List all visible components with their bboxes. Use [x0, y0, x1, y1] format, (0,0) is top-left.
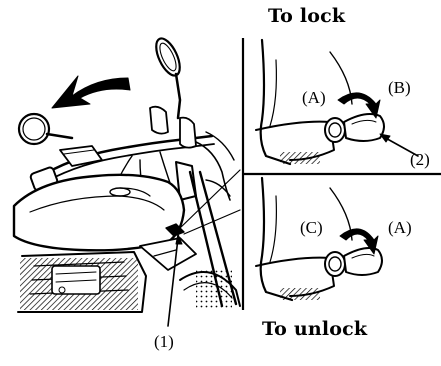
callout-lock-turn-direction: (B) — [388, 78, 411, 98]
motorcycle-illustration — [14, 35, 240, 326]
lock-key-icon — [344, 114, 384, 141]
right-mirror-icon — [151, 35, 184, 118]
callout-key: (2) — [410, 150, 430, 170]
left-mirror-icon — [19, 114, 72, 144]
main-turn-arrow-icon — [52, 76, 130, 108]
to-unlock-heading: To unlock — [262, 318, 367, 340]
lock-panel-illustration — [256, 40, 418, 164]
front-wheel-icon — [180, 268, 240, 308]
callout-lock-key-position: (A) — [302, 88, 326, 108]
callout-unlock-turn-direction: (A) — [388, 218, 412, 238]
unlock-panel-illustration — [256, 178, 382, 300]
callout-steering-lock: (1) — [154, 332, 174, 352]
unlock-key-icon — [344, 248, 382, 275]
lock-turn-arrow-icon — [338, 93, 380, 118]
engine-icon — [18, 252, 146, 312]
callout-unlock-push-in: (C) — [300, 218, 323, 238]
to-lock-heading: To lock — [268, 5, 345, 27]
